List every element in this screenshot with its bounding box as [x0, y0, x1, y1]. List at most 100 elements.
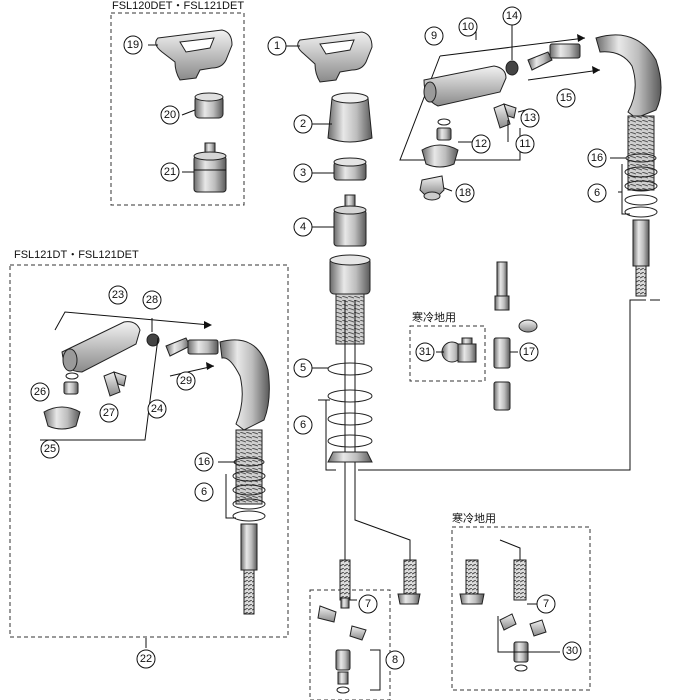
callout-8: 8 — [385, 650, 405, 670]
faucet-spout-mid — [219, 339, 270, 615]
valve-31 — [441, 337, 477, 363]
callout-1: 1 — [267, 36, 287, 56]
group-label-cold-bottom: 寒冷地用 — [452, 511, 496, 525]
callout-5: 5 — [293, 358, 313, 378]
callout-16-mid-left: 16 — [194, 452, 214, 472]
callout-25: 25 — [40, 439, 60, 459]
group-box-cold-mid — [409, 325, 486, 382]
svg-text:25: 25 — [44, 443, 56, 455]
lever-handle-19 — [155, 29, 233, 81]
callout-20: 20 — [160, 105, 180, 125]
group-label-mid-left: FSL121DT・FSL121DET — [14, 249, 139, 261]
svg-text:11: 11 — [519, 138, 530, 150]
callout-3: 3 — [293, 163, 313, 183]
cap-20 — [194, 92, 224, 119]
callout-29: 29 — [176, 371, 196, 391]
callout-12: 12 — [471, 134, 491, 154]
svg-text:12: 12 — [475, 138, 487, 150]
callout-31: 31 — [415, 342, 435, 362]
svg-text:14: 14 — [506, 10, 518, 22]
leader-23 — [54, 311, 211, 331]
svg-text:16: 16 — [198, 456, 210, 468]
group-box-bottom-center — [309, 589, 391, 700]
group-box-mid-left — [9, 264, 289, 638]
callout-21: 21 — [160, 162, 180, 182]
svg-text:5: 5 — [300, 362, 306, 374]
svg-text:6: 6 — [201, 486, 207, 498]
callout-6-right: 6 — [587, 183, 607, 203]
svg-text:7: 7 — [365, 598, 371, 610]
callout-28: 28 — [142, 290, 162, 310]
callout-6-mid-left: 6 — [194, 482, 214, 502]
o-ring-14 — [505, 60, 519, 76]
svg-text:30: 30 — [566, 645, 578, 657]
clip-fitting-8 — [317, 605, 367, 694]
group-box-cold-bottom — [451, 526, 591, 691]
adapter-18 — [419, 175, 445, 201]
group-label-cold-mid: 寒冷地用 — [412, 310, 456, 324]
cartridge-21 — [193, 142, 227, 193]
hose-connector-29 — [165, 337, 219, 377]
svg-text:21: 21 — [164, 166, 176, 178]
svg-text:26: 26 — [34, 386, 46, 398]
svg-text:8: 8 — [392, 654, 398, 666]
callout-6-center: 6 — [293, 415, 313, 435]
cold-pipe-left — [459, 559, 485, 605]
svg-text:29: 29 — [180, 375, 192, 387]
pipe-17 — [493, 261, 538, 411]
adapter-25 — [43, 406, 81, 430]
callout-7-center: 7 — [358, 594, 378, 614]
callout-22: 22 — [136, 649, 156, 669]
svg-text:1: 1 — [274, 40, 280, 52]
callout-19: 19 — [123, 35, 143, 55]
spray-head-10 — [423, 65, 507, 107]
svg-text:3: 3 — [300, 167, 306, 179]
cold-pipe-right — [499, 539, 527, 601]
washer-stack-6 — [327, 389, 373, 463]
svg-text:6: 6 — [594, 187, 600, 199]
svg-text:17: 17 — [523, 346, 535, 358]
callout-24: 24 — [147, 399, 167, 419]
callout-9: 9 — [424, 26, 444, 46]
spray-head-mid — [61, 321, 141, 373]
body-mount — [329, 254, 371, 470]
clip-13 — [493, 103, 517, 129]
spray-parts-12 — [421, 118, 459, 168]
callout-14: 14 — [502, 6, 522, 26]
leader-connection-right — [358, 299, 646, 471]
callout-15: 15 — [556, 88, 576, 108]
callout-10: 10 — [458, 17, 478, 37]
callout-27: 27 — [99, 403, 119, 423]
leader-lines — [145, 25, 630, 691]
callout-2: 2 — [293, 114, 313, 134]
hose-connector-15 — [527, 43, 601, 81]
cold-fitting-30 — [499, 613, 547, 672]
gasket-5 — [327, 362, 373, 376]
svg-text:13: 13 — [524, 112, 536, 124]
svg-text:16: 16 — [591, 152, 603, 164]
callout-13: 13 — [520, 108, 540, 128]
cartridge-4 — [333, 194, 367, 247]
svg-text:28: 28 — [146, 294, 158, 306]
callout-16-right: 16 — [587, 148, 607, 168]
callout-18: 18 — [455, 183, 475, 203]
callout-17: 17 — [519, 342, 539, 362]
svg-text:4: 4 — [300, 221, 306, 233]
svg-text:19: 19 — [127, 39, 139, 51]
clip-27 — [103, 371, 127, 397]
lever-handle-1 — [297, 31, 373, 83]
svg-text:31: 31 — [419, 346, 431, 358]
callout-26: 26 — [30, 382, 50, 402]
svg-text:9: 9 — [431, 30, 437, 42]
svg-text:27: 27 — [103, 407, 115, 419]
callout-23: 23 — [108, 285, 128, 305]
ring-26 — [63, 372, 79, 395]
svg-text:6: 6 — [300, 419, 306, 431]
svg-text:20: 20 — [164, 109, 176, 121]
svg-text:24: 24 — [151, 403, 163, 415]
svg-text:10: 10 — [462, 21, 474, 33]
svg-text:22: 22 — [140, 653, 152, 665]
callout-7-right: 7 — [536, 594, 556, 614]
cover-2 — [327, 92, 373, 143]
